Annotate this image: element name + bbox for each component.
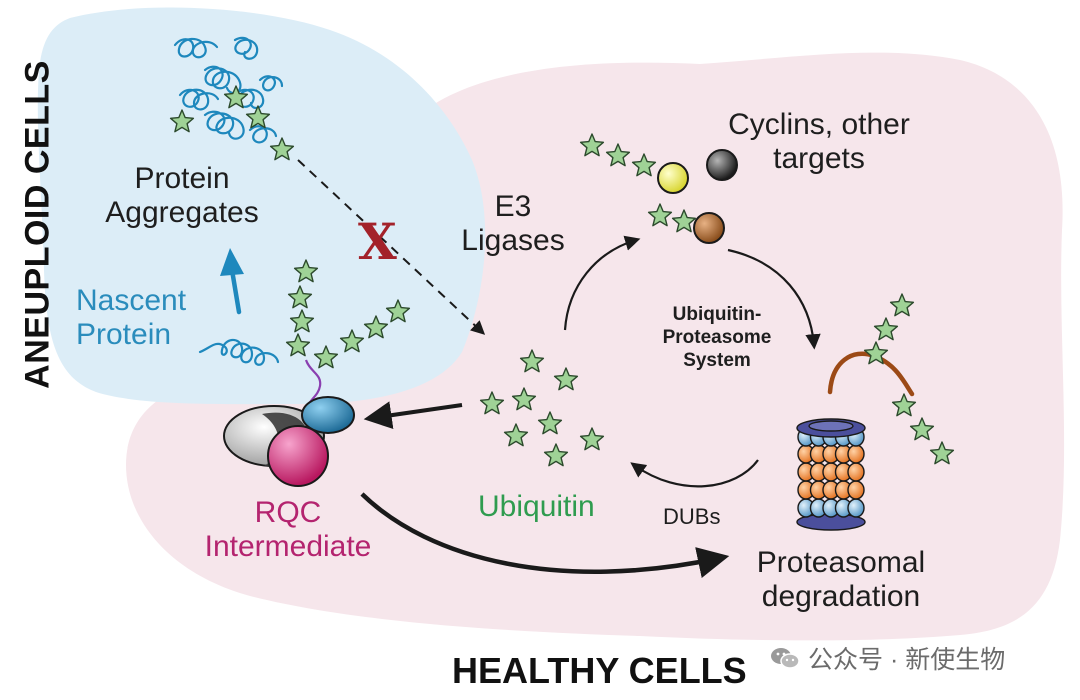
- ubiquitin-star: [503, 423, 529, 447]
- proteasome-subunit: [847, 480, 865, 500]
- ubiquitin-star: [671, 209, 697, 233]
- proteasome-subunit: [847, 498, 865, 518]
- ubiquitin-star: [891, 393, 917, 417]
- ubiquitin-star: [579, 427, 605, 451]
- ubiquitin-star: [605, 143, 631, 167]
- ubiquitin-star: [169, 109, 195, 133]
- ubiquitin-star: [579, 133, 605, 157]
- ubiquitin-star: [909, 417, 935, 441]
- ubiquitin-star: [385, 299, 411, 323]
- ubiquitin-star: [245, 105, 271, 129]
- ubiquitin-star: [873, 317, 899, 341]
- ubiquitin-star: [929, 441, 955, 465]
- ubiquitin-star: [313, 345, 339, 369]
- cyclin-substrate: [706, 149, 738, 181]
- ubiquitin-star: [863, 341, 889, 365]
- ubiquitinated-substrate: [693, 212, 725, 244]
- ubiquitin-star: [339, 329, 365, 353]
- ups-label: Ubiquitin- Proteasome System: [662, 304, 772, 371]
- proteasome-top-opening: [808, 420, 854, 432]
- rqc-to-degradation-arrow: [360, 492, 730, 578]
- blocked-x-mark: X: [358, 212, 397, 271]
- healthy-cells-title: HEALTHY CELLS: [452, 650, 747, 691]
- nascent-to-aggregate-arrow: [220, 248, 244, 315]
- wechat-icon: [770, 646, 800, 670]
- watermark: 公众号 · 新使生物: [770, 640, 1005, 676]
- aneuploid-cells-region: [37, 7, 486, 405]
- ubiquitin-star: [889, 293, 915, 317]
- nascent-protein-label: Nascent Protein: [76, 284, 187, 351]
- e3-ligase-cycle-arrow: [563, 235, 641, 331]
- ubiquitin-stars: [169, 85, 955, 467]
- watermark-text: 公众号 · 新使生物: [808, 646, 1006, 674]
- proteasome: [796, 418, 866, 531]
- ubiquitin-star: [223, 85, 249, 109]
- ubiquitin-star: [479, 391, 505, 415]
- ubiquitin-to-rqc-arrow: [363, 401, 463, 430]
- dubs-cycle-arrow: [630, 459, 759, 488]
- ubiquitin-star: [293, 259, 319, 283]
- ubiquitin-star: [543, 443, 569, 467]
- rqc-ribosome: [223, 396, 355, 487]
- nascent-protein-coil: [198, 338, 280, 366]
- ubiquitin-star: [269, 137, 295, 161]
- dubs-label: DUBs: [663, 504, 721, 529]
- ubiquitin-star: [511, 387, 537, 411]
- blocked-dashed-arrow: [297, 159, 486, 335]
- protein-aggregates-label: Protein Aggregates: [105, 162, 259, 229]
- proteasomal-degradation-label: Proteasomal degradation: [756, 546, 926, 613]
- ubiquitin-star: [631, 153, 657, 177]
- ubiquitin-label: Ubiquitin: [478, 490, 595, 523]
- ubiquitin-star: [363, 315, 389, 339]
- aneuploid-cells-title: ANEUPLOID CELLS: [18, 60, 57, 389]
- proteasome-subunit: [847, 444, 865, 464]
- cyclins-targets-label: Cyclins, other targets: [728, 108, 910, 175]
- ubiquitin-star: [287, 285, 313, 309]
- ubiquitin-star: [285, 333, 311, 357]
- e3-ligases-label: E3 Ligases: [461, 190, 565, 257]
- rqc-intermediate-label: RQC Intermediate: [204, 496, 372, 563]
- ubiquitin-star: [647, 203, 673, 227]
- ubiquitin-star: [537, 411, 563, 435]
- ubiquitin-star: [519, 349, 545, 373]
- yellow-substrate: [657, 162, 689, 194]
- ubiquitin-star: [553, 367, 579, 391]
- ubiquitin-star: [289, 309, 315, 333]
- proteasome-subunit: [847, 462, 865, 482]
- targeting-cycle-arrow: [727, 248, 821, 350]
